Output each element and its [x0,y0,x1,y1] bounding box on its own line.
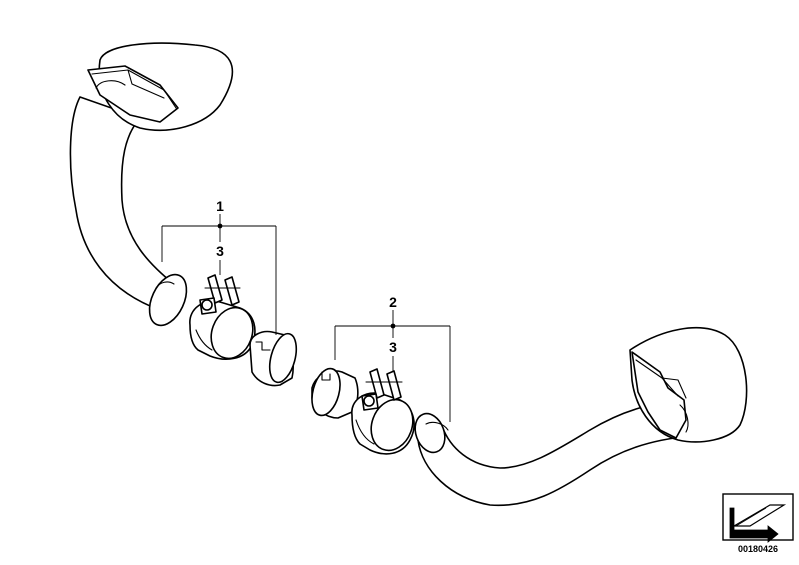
callout-3-right: 3 [389,339,397,355]
callout-2-leader [334,310,451,422]
right-sleeve [311,367,359,419]
diagram-code: 00180426 [738,544,778,554]
left-sleeve [249,330,298,387]
left-tailpipe [69,42,234,327]
left-clamp [189,274,256,360]
callout-1: 1 [216,198,224,214]
callout-1-leader [161,214,277,335]
right-clamp [351,368,415,455]
right-tailpipe [414,327,748,507]
callout-3-left: 3 [216,243,224,259]
forward-arrow-icon [722,493,794,543]
callout-2: 2 [389,294,397,310]
